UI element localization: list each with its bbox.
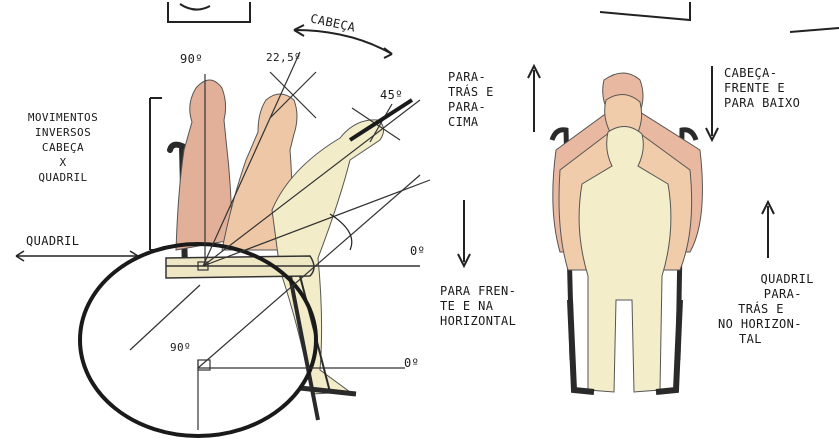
para-tras-line-2: TRÁS E <box>448 85 494 100</box>
para-frente-label: PARA FREN- TE E NA HORIZONTAL <box>440 284 516 329</box>
zero-upper-label: 0º <box>410 244 425 259</box>
movimentos-line-5: QUADRIL <box>8 170 118 185</box>
quadril-tras-line-5: TAL <box>678 332 762 347</box>
cabeca-frente-line-2: FRENTE E <box>724 81 800 96</box>
quadril-left-label: QUADRIL <box>26 234 79 249</box>
cropped-top-sketches <box>168 2 839 32</box>
movimentos-line-4: X <box>8 155 118 170</box>
para-frente-line-1: PARA FREN- <box>440 284 516 299</box>
para-tras-cima-label: PARA- TRÁS E PARA- CIMA <box>448 70 494 130</box>
seat-cushion <box>166 256 314 278</box>
angle-90-bottom-label: 90º <box>170 340 191 355</box>
angle-45-label: 45º <box>380 88 403 103</box>
quadril-tras-line-1: QUADRIL <box>730 272 814 287</box>
angle-22-5-label: 22,5º <box>266 50 301 65</box>
movimentos-line-1: MOVIMENTOS <box>8 110 118 125</box>
para-frente-line-3: HORIZONTAL <box>440 314 516 329</box>
movimentos-inversos-label: MOVIMENTOS INVERSOS CABEÇA X QUADRIL <box>8 110 118 185</box>
side-view-sketch <box>16 25 430 436</box>
quadril-tras-line-2: PARA- <box>718 287 802 302</box>
zero-lower-label: 0º <box>404 356 419 371</box>
movimentos-line-3: CABEÇA <box>8 140 118 155</box>
figure-back <box>176 80 232 250</box>
cabeca-frente-line-1: CABEÇA- <box>724 66 800 81</box>
backrest-bracket <box>150 98 162 250</box>
quadril-tras-label: QUADRIL PARA- TRÁS E NO HORIZON- TAL <box>718 272 802 347</box>
movimentos-line-2: INVERSOS <box>8 125 118 140</box>
quadril-tras-line-4: NO HORIZON- <box>718 317 802 332</box>
cabeca-frente-line-3: PARA BAIXO <box>724 96 800 111</box>
cabeca-arrow <box>294 30 392 54</box>
para-frente-line-2: TE E NA <box>440 299 516 314</box>
para-tras-line-3: PARA- <box>448 100 494 115</box>
cabeca-frente-label: CABEÇA- FRENTE E PARA BAIXO <box>724 66 800 111</box>
quadril-tras-line-3: TRÁS E <box>700 302 784 317</box>
para-tras-line-4: CIMA <box>448 115 494 130</box>
angle-90-top-label: 90º <box>180 52 203 67</box>
para-tras-line-1: PARA- <box>448 70 494 85</box>
